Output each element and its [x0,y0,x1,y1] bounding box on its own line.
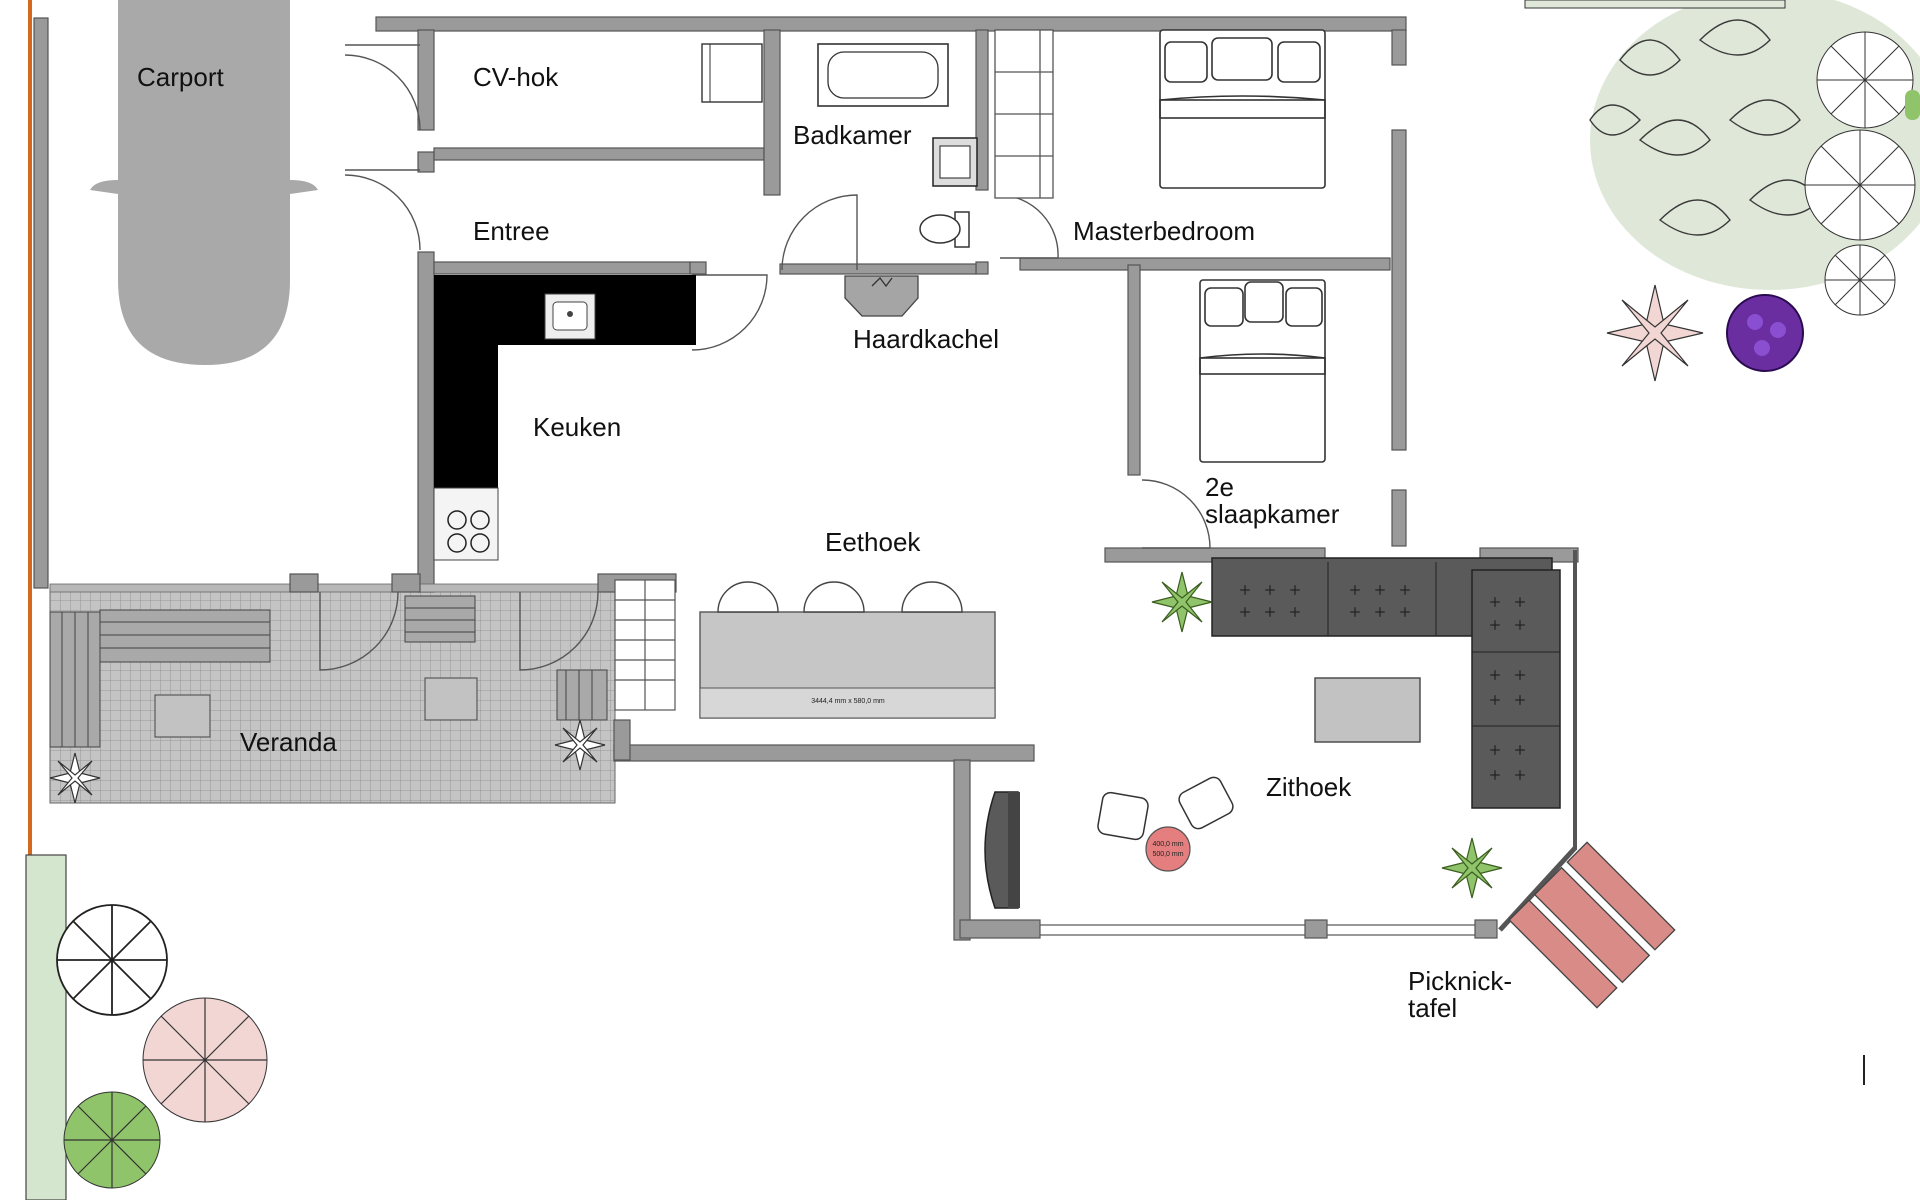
basin-icon [932,137,978,187]
sink-icon [544,293,596,340]
picnic-table [1508,841,1676,1009]
label-keuken: Keuken [533,412,621,442]
wardrobe-icon [994,29,1054,199]
label-badkamer: Badkamer [793,120,912,150]
label-eethoek: Eethoek [825,527,921,557]
fireplace-icon [844,275,919,317]
tree-icon [1524,0,1920,316]
sofa-icon [1211,557,1561,809]
toilet-icon [919,211,970,248]
stove-icon [447,510,490,553]
room-labels: Carport CV-hok Badkamer Entree Masterbed… [137,62,1512,1023]
side-table-dim-2: 500,0 mm [1152,851,1183,858]
bed-icon [1159,29,1326,189]
label-entree: Entree [473,216,550,246]
doors [319,44,1211,671]
property-line [28,0,49,855]
plant-icon [49,284,1704,899]
veranda-furniture [49,595,608,748]
bed-icon [1199,279,1326,463]
label-carport: Carport [137,62,224,92]
label-picknick-1: Picknick- [1408,966,1512,996]
stairs-icon [614,579,676,711]
left-trees [25,854,268,1200]
chair-icon [717,581,963,613]
car-icon [90,0,318,365]
label-slaapkamer-2: slaapkamer [1205,499,1340,529]
label-masterbedroom: Masterbedroom [1073,216,1255,246]
label-veranda: Veranda [240,727,337,757]
label-picknick-2: tafel [1408,993,1457,1023]
label-haardkachel: Haardkachel [853,324,999,354]
coffee-table [1314,677,1421,743]
scale-marker [1863,1055,1865,1085]
bathtub-icon [817,43,949,107]
walls [49,16,1581,941]
dining-table: 3444,4 mm x 580,0 mm [699,611,996,719]
dining-table-dimensions: 3444,4 mm x 580,0 mm [811,698,885,705]
label-cv-hok: CV-hok [473,62,559,92]
label-zithoek: Zithoek [1266,772,1352,802]
tv-icon [984,791,1020,909]
label-slaapkamer-1: 2e [1205,472,1234,502]
armchair-icon [1097,776,1234,841]
boiler-icon [701,43,763,103]
side-table: 400,0 mm 500,0 mm [1145,826,1191,872]
side-table-dim-1: 400,0 mm [1152,841,1183,848]
purple-plant-icon [1726,294,1804,372]
